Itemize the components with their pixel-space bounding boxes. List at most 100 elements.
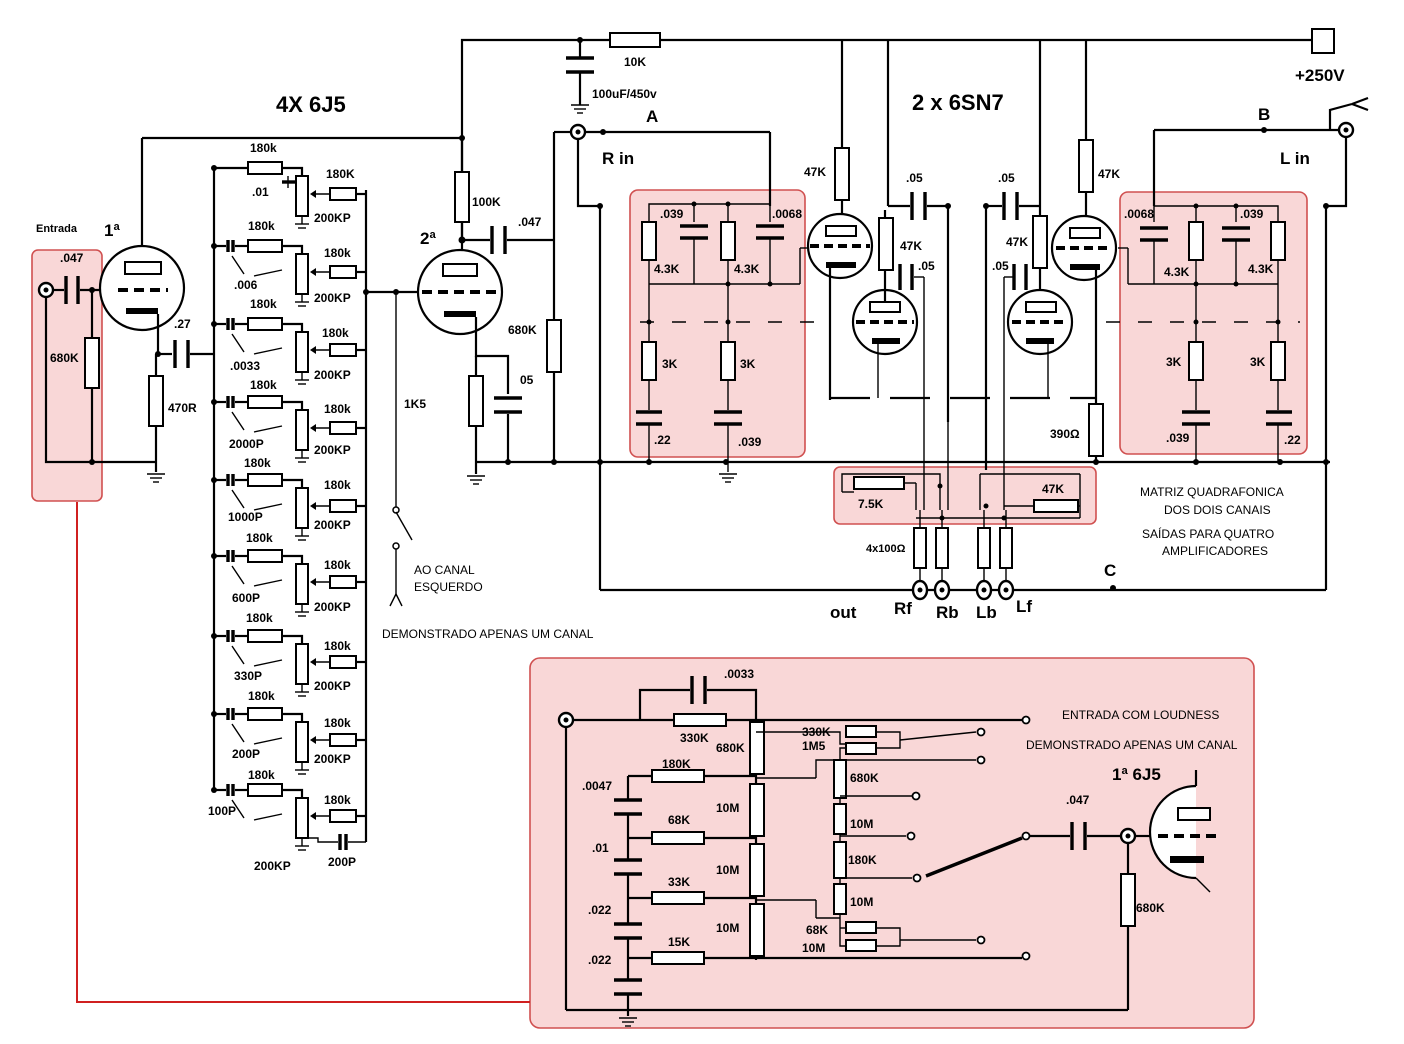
svg-text:200KP: 200KP bbox=[314, 679, 351, 693]
label-sn7-cathode-l: 47K bbox=[900, 239, 922, 253]
label-sn7-cap-l-top: .05 bbox=[906, 171, 923, 185]
label-lm-cap-4: .039 bbox=[738, 435, 762, 449]
svg-text:180k: 180k bbox=[244, 456, 271, 470]
label-ld-sel-8: 10M bbox=[802, 941, 825, 955]
label-sn7-plate-l: 47K bbox=[804, 165, 826, 179]
label-ld-sel-3: 680K bbox=[850, 771, 879, 785]
label-lm-cap-2: .0068 bbox=[772, 207, 802, 221]
eq-band-wiring bbox=[211, 161, 366, 229]
label-lm-res-1: 4.3K bbox=[654, 262, 680, 276]
label-ld-lad-3: 10M bbox=[716, 921, 739, 935]
output-jack-rb bbox=[933, 579, 951, 601]
left-matrix-zone bbox=[629, 189, 806, 458]
label-ld-cap-1: .0047 bbox=[582, 779, 612, 793]
label-rm-res-3: 3K bbox=[1166, 355, 1182, 369]
label-outputs-2: AMPLIFICADORES bbox=[1162, 544, 1268, 558]
svg-text:330P: 330P bbox=[234, 669, 262, 683]
label-rm-res-2: 4.3K bbox=[1248, 262, 1274, 276]
label-to-left: AO CANAL bbox=[414, 563, 475, 577]
label-ld-cap-2: .01 bbox=[592, 841, 609, 855]
svg-text:200KP: 200KP bbox=[254, 859, 291, 873]
svg-text:200KP: 200KP bbox=[314, 600, 351, 614]
svg-text:200KP: 200KP bbox=[314, 291, 351, 305]
svg-text:180K: 180K bbox=[326, 167, 355, 181]
svg-text:200P: 200P bbox=[232, 747, 260, 761]
loudness-zone bbox=[529, 657, 1255, 1029]
label-supply: +250V bbox=[1295, 66, 1345, 85]
label-rm-cap-1: .0068 bbox=[1124, 207, 1154, 221]
svg-text:180k: 180k bbox=[246, 611, 273, 625]
svg-text:180k: 180k bbox=[250, 378, 277, 392]
label-outputs-1: SAÍDAS PARA QUATRO bbox=[1142, 526, 1274, 541]
svg-text:180k: 180k bbox=[324, 639, 351, 653]
title-2x6sn7: 2 x 6SN7 bbox=[912, 90, 1004, 115]
label-l-in: L in bbox=[1280, 149, 1310, 168]
eq-band-7: 180k 330P 180k 200KP bbox=[234, 611, 351, 693]
label-ld-grid-res: 680K bbox=[1136, 901, 1165, 915]
label-cathode-res-2: 1K5 bbox=[404, 397, 426, 411]
label-node-a: A bbox=[646, 107, 658, 126]
output-jack-rf bbox=[911, 579, 929, 601]
label-ld-sel-7: 68K bbox=[806, 923, 828, 937]
left-matrix bbox=[636, 201, 830, 483]
label-rb: Rb bbox=[936, 603, 959, 622]
svg-text:180k: 180k bbox=[246, 531, 273, 545]
label-bridge-cap: .0033 bbox=[724, 667, 754, 681]
label-plate-res-2: 100K bbox=[472, 195, 501, 209]
res-cathode-2 bbox=[468, 375, 484, 427]
label-ld-ser-4: 15K bbox=[668, 935, 690, 949]
eq-band-4: 180k 2000P 180k 200KP bbox=[229, 378, 351, 457]
title-stage2: 2ª bbox=[420, 229, 436, 248]
label-ld-ser-3: 33K bbox=[668, 875, 690, 889]
svg-text:180k: 180k bbox=[324, 402, 351, 416]
label-ld-sel-4: 10M bbox=[850, 817, 873, 831]
label-matrix-1: MATRIZ QUADRAFONICA bbox=[1140, 485, 1284, 499]
label-lf: Lf bbox=[1016, 597, 1032, 616]
equalizer bbox=[211, 161, 420, 851]
eq-band-3: 180k .0033 180k 200KP bbox=[230, 297, 351, 382]
svg-text:180k: 180k bbox=[322, 326, 349, 340]
label-sn7-cap-l-mid: .05 bbox=[918, 259, 935, 273]
svg-text:200P: 200P bbox=[328, 855, 356, 869]
eq-band-wiring bbox=[211, 473, 366, 541]
label-ld-ser-2: 68K bbox=[668, 813, 690, 827]
eq-band-wiring bbox=[211, 707, 366, 775]
label-ld-in-cap: .047 bbox=[1066, 793, 1090, 807]
label-to-left-2: ESQUERDO bbox=[414, 580, 483, 594]
svg-text:180k: 180k bbox=[324, 246, 351, 260]
label-lm-res-2: 4.3K bbox=[734, 262, 760, 276]
output-jack-lb bbox=[975, 579, 993, 601]
label-cathode-390: 390Ω bbox=[1050, 427, 1080, 441]
eq-band-1: 180k .01 180K 200KP bbox=[250, 141, 355, 225]
label-ld-sel-2: 1M5 bbox=[802, 739, 826, 753]
svg-text:180k: 180k bbox=[248, 219, 275, 233]
svg-text:2000P: 2000P bbox=[229, 437, 264, 451]
label-tap1: 680K bbox=[716, 741, 745, 755]
svg-text:200KP: 200KP bbox=[314, 368, 351, 382]
label-in-cap: .047 bbox=[60, 251, 84, 265]
ground-rail bbox=[476, 96, 1369, 592]
eq-band-wiring bbox=[211, 239, 366, 307]
eq-band-6: 180k 600P 180k 200KP bbox=[232, 531, 351, 614]
label-node-c: C bbox=[1104, 561, 1116, 580]
svg-text:180k: 180k bbox=[324, 793, 351, 807]
eq-band-5: 180k 1000P 180k 200KP bbox=[228, 456, 351, 532]
svg-text:200KP: 200KP bbox=[314, 518, 351, 532]
svg-text:.0033: .0033 bbox=[230, 359, 260, 373]
label-loudness: ENTRADA COM LOUDNESS bbox=[1062, 708, 1219, 722]
svg-text:200KP: 200KP bbox=[314, 443, 351, 457]
label-bridge-res: 330K bbox=[680, 731, 709, 745]
label-cathode-res-1: 470R bbox=[168, 401, 197, 415]
label-sn7-cap-r-mid: .05 bbox=[992, 259, 1009, 273]
right-matrix bbox=[1106, 203, 1300, 462]
res-680k-2 bbox=[546, 319, 562, 373]
label-loudness-one: DEMONSTRADO APENAS UM CANAL bbox=[1026, 738, 1238, 752]
output-jacks bbox=[911, 579, 1015, 601]
label-mixer-r1: 7.5K bbox=[858, 497, 884, 511]
label-rm-res-1: 4.3K bbox=[1164, 265, 1190, 279]
label-out-res: 4x100Ω bbox=[866, 543, 906, 555]
svg-text:180k: 180k bbox=[324, 716, 351, 730]
label-lm-res-4: 3K bbox=[740, 357, 756, 371]
label-one-channel: DEMONSTRADO APENAS UM CANAL bbox=[382, 627, 594, 641]
label-grid-res-1: 680K bbox=[50, 351, 79, 365]
